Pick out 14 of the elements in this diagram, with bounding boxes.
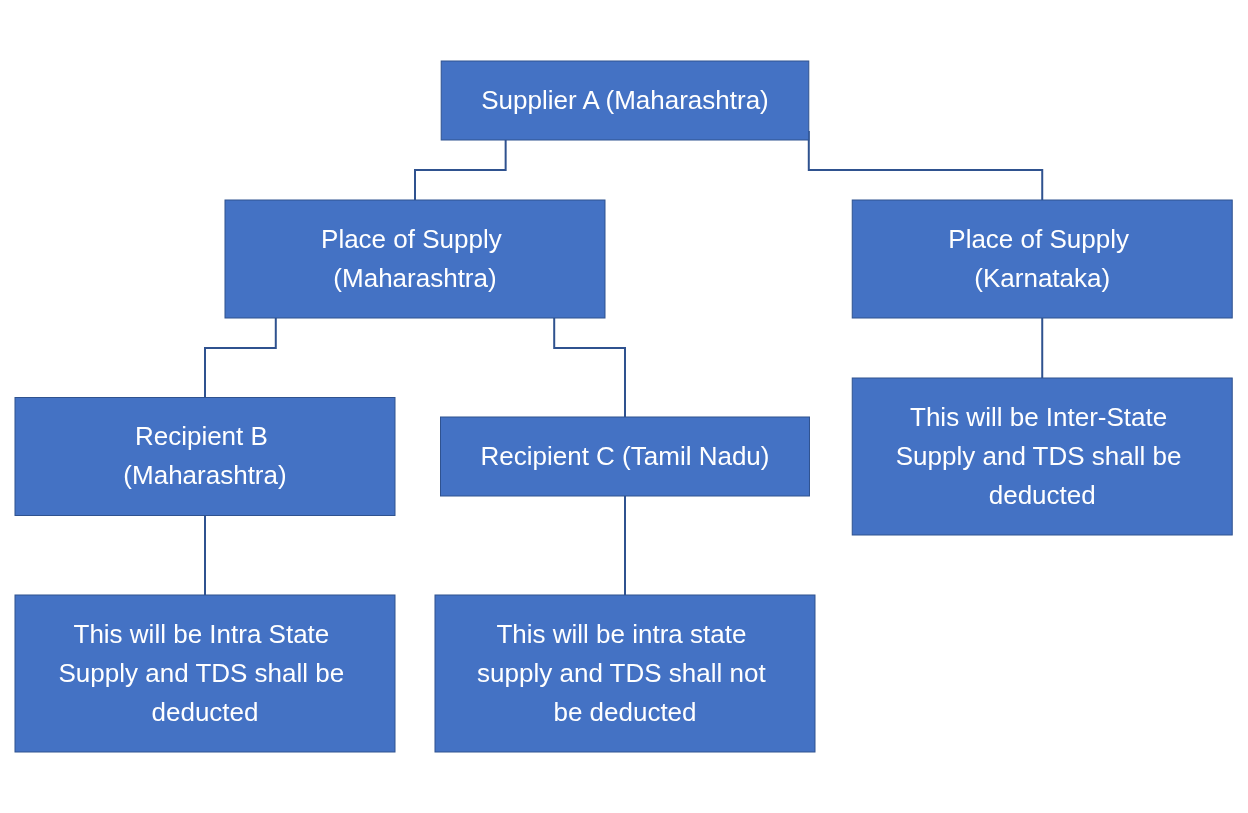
connector (1041, 317, 1044, 379)
node-box: Recipient B (Maharashtra) (14, 397, 396, 516)
node-box: Place of Supply (Karnataka) (852, 199, 1234, 319)
node-box: Supplier A (Maharashtra) (441, 60, 810, 141)
connector (414, 139, 507, 201)
connector (553, 317, 627, 418)
node-box: This will be Inter-State Supply and TDS shall be deducted (852, 377, 1234, 536)
connector (624, 495, 627, 596)
node-box: Place of Supply (Maharashtra) (224, 199, 606, 319)
connector (204, 514, 207, 596)
node-box: This will be intra state supply and TDS shall not be deducted (434, 594, 816, 753)
connector (204, 317, 278, 399)
node-box: Recipient C (Tamil Nadu) (440, 416, 811, 497)
node-box: This will be Intra State Supply and TDS shall be deducted (14, 594, 396, 753)
